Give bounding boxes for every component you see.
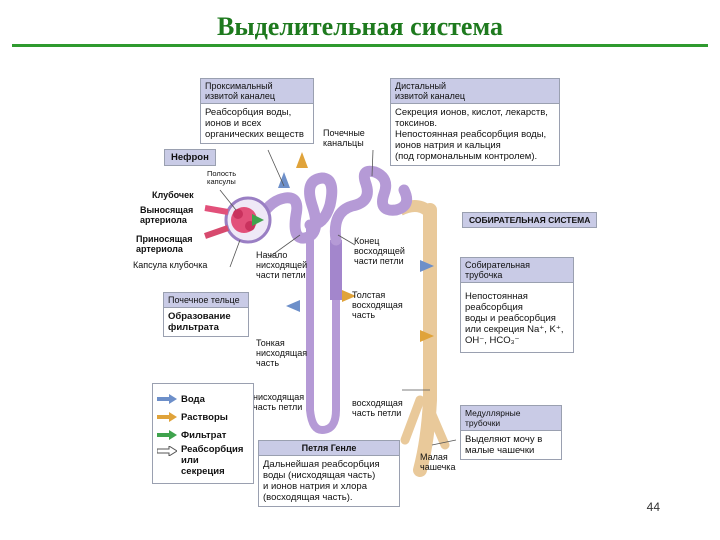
afferent-arteriole	[204, 225, 229, 239]
renal-corpuscle-box: Почечное тельце Образование фильтрата	[163, 292, 249, 337]
medullary-tubules-text: Выделяют мочу в малые чашечки	[465, 434, 543, 456]
label-end-ascending: Конец восходящей части петли	[354, 236, 405, 266]
water-arrow	[278, 172, 290, 188]
label-descending-part: нисходящая часть петли	[253, 392, 305, 412]
legend-label-solutes: Растворы	[181, 411, 228, 423]
loop-ascending	[321, 240, 340, 434]
proximal-tubule-heading: Проксимальный извитой каналец	[201, 79, 313, 104]
label-capsule-cavity: Полость капсулы	[207, 169, 237, 186]
label-bowman-capsule: Капсула клубочка	[133, 260, 208, 270]
nephron-tag: Нефрон	[164, 149, 216, 166]
legend-label-water: Вода	[181, 393, 205, 405]
solute-arrow-2	[342, 290, 356, 302]
loop-of-henle-text: Дальнейшая реабсорбция воды (нисходящая …	[263, 459, 380, 503]
legend-row-reabsorption: Реабсорбция или секреция	[157, 444, 249, 477]
page-number: 44	[646, 500, 660, 514]
solute-arrow-icon	[157, 412, 177, 422]
legend-row-water: Вода	[157, 390, 249, 408]
label-thick-ascending: Толстая восходящая часть	[352, 290, 403, 320]
pointer-lines	[219, 149, 457, 446]
label-minor-calyx: Малая чашечка	[420, 452, 456, 472]
filtrate-arrow-icon	[157, 430, 177, 440]
proximal-tubule	[256, 172, 338, 244]
medullary-tubules-box: Медуллярные трубочки Выделяют мочу в мал…	[460, 405, 562, 460]
medullary-tubules-heading: Медуллярные трубочки	[461, 406, 561, 431]
collecting-duct-text: Непостоянная реабсорбция воды и реабсорб…	[465, 291, 564, 346]
legend-label-reabsorption: Реабсорбция или секреция	[181, 444, 244, 477]
proximal-tubule-text: Реабсорбция воды, ионов и всех органичес…	[205, 107, 304, 140]
loop-descending	[306, 225, 323, 434]
water-arrow-2	[286, 300, 300, 312]
distal-tubule-box: Дистальный извитой каналец Секреция ионо…	[390, 78, 560, 166]
label-start-descending: Начало нисходящей части петли	[256, 250, 308, 280]
reabsorption-arrow-icon	[157, 446, 177, 456]
solute-arrow-3	[420, 330, 434, 342]
solute-arrow	[296, 152, 308, 168]
label-efferent-arteriole: Выносящая артериола	[140, 205, 194, 225]
collecting-duct-box: Собирательная трубочка Непостоянная реаб…	[460, 257, 574, 353]
distal-tubule-text: Секреция ионов, кислот, лекарств, токсин…	[395, 107, 548, 162]
legend-row-filtrate: Фильтрат	[157, 426, 249, 444]
loop-of-henle-box: Петля Генле Дальнейшая реабсорбция воды …	[258, 440, 400, 507]
label-glomerulus: Клубочек	[152, 190, 194, 200]
label-ascending-part: восходящая часть петли	[352, 398, 403, 418]
water-arrow-3	[420, 260, 434, 272]
collecting-system-tag: СОБИРАТЕЛЬНАЯ СИСТЕМА	[462, 212, 598, 228]
renal-corpuscle-heading: Почечное тельце	[164, 293, 248, 308]
calyx-branch	[400, 395, 450, 450]
proximal-tubule-box: Проксимальный извитой каналец Реабсорбци…	[200, 78, 314, 144]
legend-row-solutes: Растворы	[157, 408, 249, 426]
label-thin-descending: Тонкая нисходящая часть	[256, 338, 308, 368]
label-afferent-arteriole: Приносящая артериола	[136, 234, 193, 254]
water-arrow-icon	[157, 394, 177, 404]
renal-corpuscle-text: Образование фильтрата	[168, 311, 231, 333]
title-underline	[12, 44, 708, 47]
loop-of-henle-heading: Петля Генле	[259, 441, 399, 456]
efferent-arteriole	[204, 205, 229, 215]
collecting-duct	[413, 203, 437, 477]
page-title: Выделительная система	[217, 12, 503, 41]
legend: Вода Растворы Фильтрат Реабсорбция или с…	[152, 383, 254, 484]
legend-label-filtrate: Фильтрат	[181, 429, 227, 441]
filtrate-arrow	[252, 214, 264, 226]
label-renal-tubules: Почечные канальцы	[323, 128, 365, 148]
distal-tubule	[329, 165, 413, 246]
collecting-duct-heading: Собирательная трубочка	[461, 258, 573, 283]
distal-tubule-heading: Дистальный извитой каналец	[391, 79, 559, 104]
